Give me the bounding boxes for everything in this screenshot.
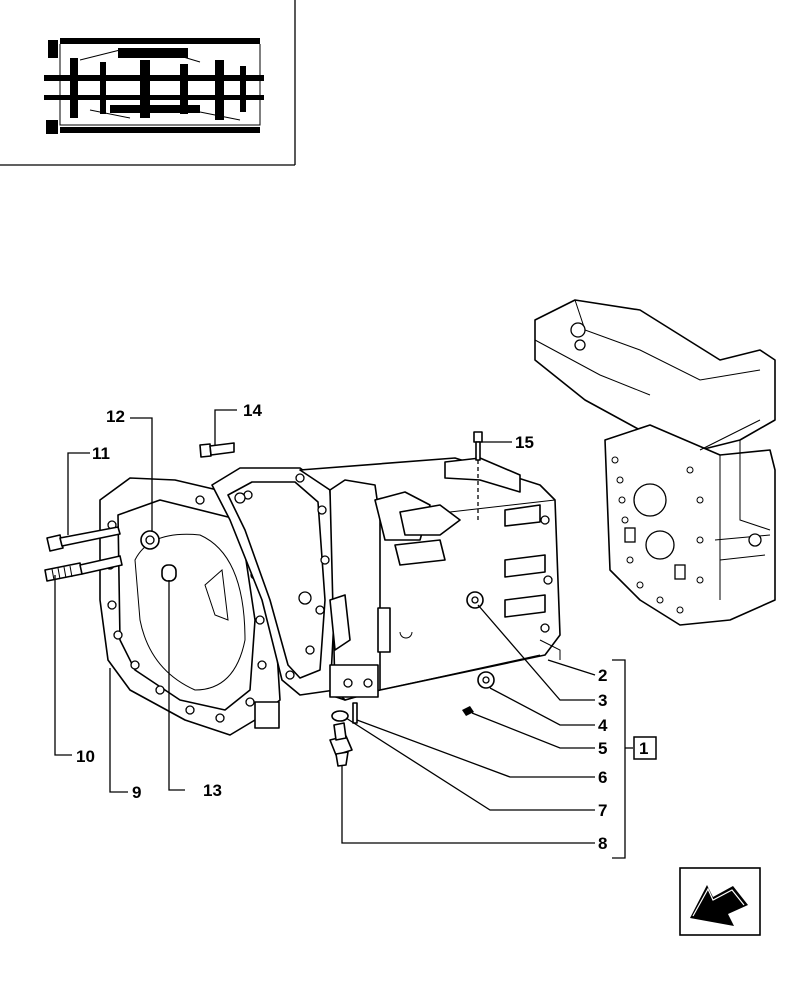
next-page-arrow-icon[interactable] (679, 867, 761, 936)
gearbox-section-thumbnail (44, 38, 264, 134)
group-label-box: 1 (633, 736, 657, 760)
callout-5: 5 (598, 739, 607, 758)
callout-11: 11 (92, 444, 110, 463)
callout-4: 4 (598, 716, 608, 735)
callout-8: 8 (598, 834, 607, 853)
gearbox-casing (211, 457, 561, 701)
callout-14: 14 (243, 401, 262, 420)
callout-labels: 2 3 4 5 6 7 8 9 10 11 12 13 14 15 1 (76, 401, 657, 853)
callout-9: 9 (132, 783, 141, 802)
callout-13: 13 (203, 781, 222, 800)
bolt-14 (199, 442, 235, 458)
callout-3: 3 (598, 691, 607, 710)
bolt-11 (46, 526, 121, 552)
screw-15 (473, 431, 483, 461)
callout-15: 15 (515, 433, 534, 452)
locator-thumbnail (0, 0, 296, 166)
callout-7: 7 (598, 801, 607, 820)
callout-2: 2 (598, 666, 607, 685)
callout-10: 10 (76, 747, 95, 766)
stud-10 (44, 555, 123, 582)
tractor-chassis-reference (534, 299, 776, 626)
callout-12: 12 (106, 407, 125, 426)
callout-6: 6 (598, 768, 607, 787)
leader-lines (54, 409, 633, 859)
loose-hardware (44, 431, 495, 767)
group-label: 1 (639, 739, 648, 758)
